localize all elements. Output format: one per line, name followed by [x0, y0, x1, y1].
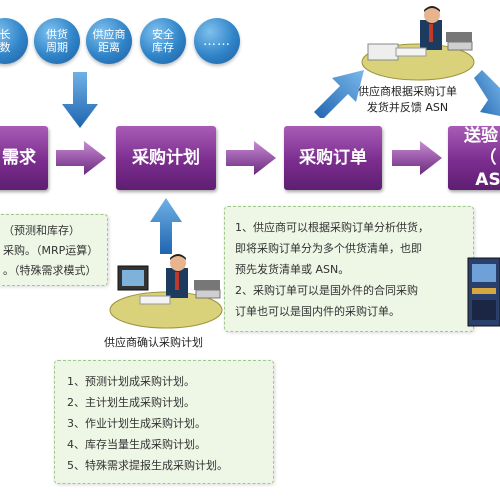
order-note-line2: 即将采购订单分为多个供货清单，也即: [235, 242, 422, 255]
process-box-purchase-order-label: 采购订单: [299, 148, 367, 168]
caption-supplier-confirm: 供应商确认采购计划: [104, 336, 203, 349]
circle-supply-period-line1: 供货: [46, 28, 68, 41]
down-arrow-icon: [62, 72, 98, 128]
circle-more-label: ……: [203, 33, 231, 49]
plan-note-line5: 5、特殊需求提报生成采购计划。: [67, 459, 228, 472]
down-right-arrow-icon: [474, 70, 500, 116]
right-arrow-icon-1: [56, 141, 106, 175]
circle-safety-stock: 安全 库存: [140, 18, 186, 64]
process-box-purchase-order: 采购订单: [284, 126, 382, 190]
circle-cycle-line1: 长: [0, 28, 11, 41]
plan-note: 1、预测计划成采购计划。 2、主计划生成采购计划。 3、作业计划生成采购计划。 …: [54, 360, 274, 484]
circle-supplier-distance-line1: 供应商: [92, 28, 126, 41]
plan-note-line3: 3、作业计划生成采购计划。: [67, 417, 206, 430]
process-box-inspection-line1: 送验: [464, 126, 498, 146]
process-box-purchase-plan: 采购计划: [116, 126, 216, 190]
order-note-line3: 预先发货清单或 ASN。: [235, 263, 350, 276]
process-box-inspection-line2: （ AS: [475, 148, 500, 190]
plan-note-line4: 4、库存当量生成采购计划。: [67, 438, 206, 451]
circle-safety-stock-line1: 安全: [152, 28, 174, 41]
demand-note-line3: 。（特殊需求模式）: [3, 264, 97, 277]
order-note: 1、供应商可以根据采购订单分析供货， 即将采购订单分为多个供货清单，也即 预先发…: [224, 206, 474, 332]
order-note-line5: 订单也可以是国内件的采购订单。: [235, 305, 400, 318]
circle-supplier-distance-line2: 距离: [98, 41, 120, 54]
circle-safety-stock-line2: 库存: [152, 41, 174, 54]
plan-note-line1: 1、预测计划成采购计划。: [67, 375, 195, 388]
demand-note-line1: （预测和库存）: [3, 224, 80, 237]
circle-supply-period-line2: 周期: [46, 41, 68, 54]
terminal-machine-illustration: [467, 257, 500, 327]
right-arrow-icon-3: [392, 141, 442, 175]
circle-supplier-distance: 供应商 距离: [86, 18, 132, 64]
demand-note-line2: 采购。（MRP运算）: [3, 244, 99, 257]
process-box-inspection: 送验 （ AS: [448, 126, 500, 190]
caption-supplier-ship-line1: 供应商根据采购订单: [358, 85, 457, 98]
circle-more: ……: [194, 18, 240, 64]
right-arrow-icon-2: [226, 141, 276, 175]
caption-supplier-ship-line2: 发货并反馈 ASN: [366, 101, 449, 114]
circle-supply-period: 供货 周期: [34, 18, 80, 64]
process-box-demand: 需求: [0, 126, 48, 190]
process-box-purchase-plan-label: 采购计划: [132, 148, 200, 168]
circle-cycle-line2: 数: [0, 41, 11, 54]
order-note-line4: 2、采购订单可以是国外件的合同采购: [235, 284, 418, 297]
supplier-worker-illustration-bottom: [109, 254, 223, 329]
demand-note: （预测和库存） 采购。（MRP运算） 。（特殊需求模式）: [0, 214, 108, 286]
caption-supplier-ship: 供应商根据采购订单 发货并反馈 ASN: [358, 84, 457, 116]
process-box-demand-label: 需求: [2, 148, 36, 168]
plan-note-line2: 2、主计划生成采购计划。: [67, 396, 195, 409]
supplier-worker-illustration-top: [361, 6, 475, 81]
up-arrow-icon: [150, 198, 182, 254]
circle-cycle: 长 数: [0, 18, 28, 64]
order-note-line1: 1、供应商可以根据采购订单分析供货，: [235, 221, 429, 234]
up-right-arrow-icon: [314, 70, 364, 118]
